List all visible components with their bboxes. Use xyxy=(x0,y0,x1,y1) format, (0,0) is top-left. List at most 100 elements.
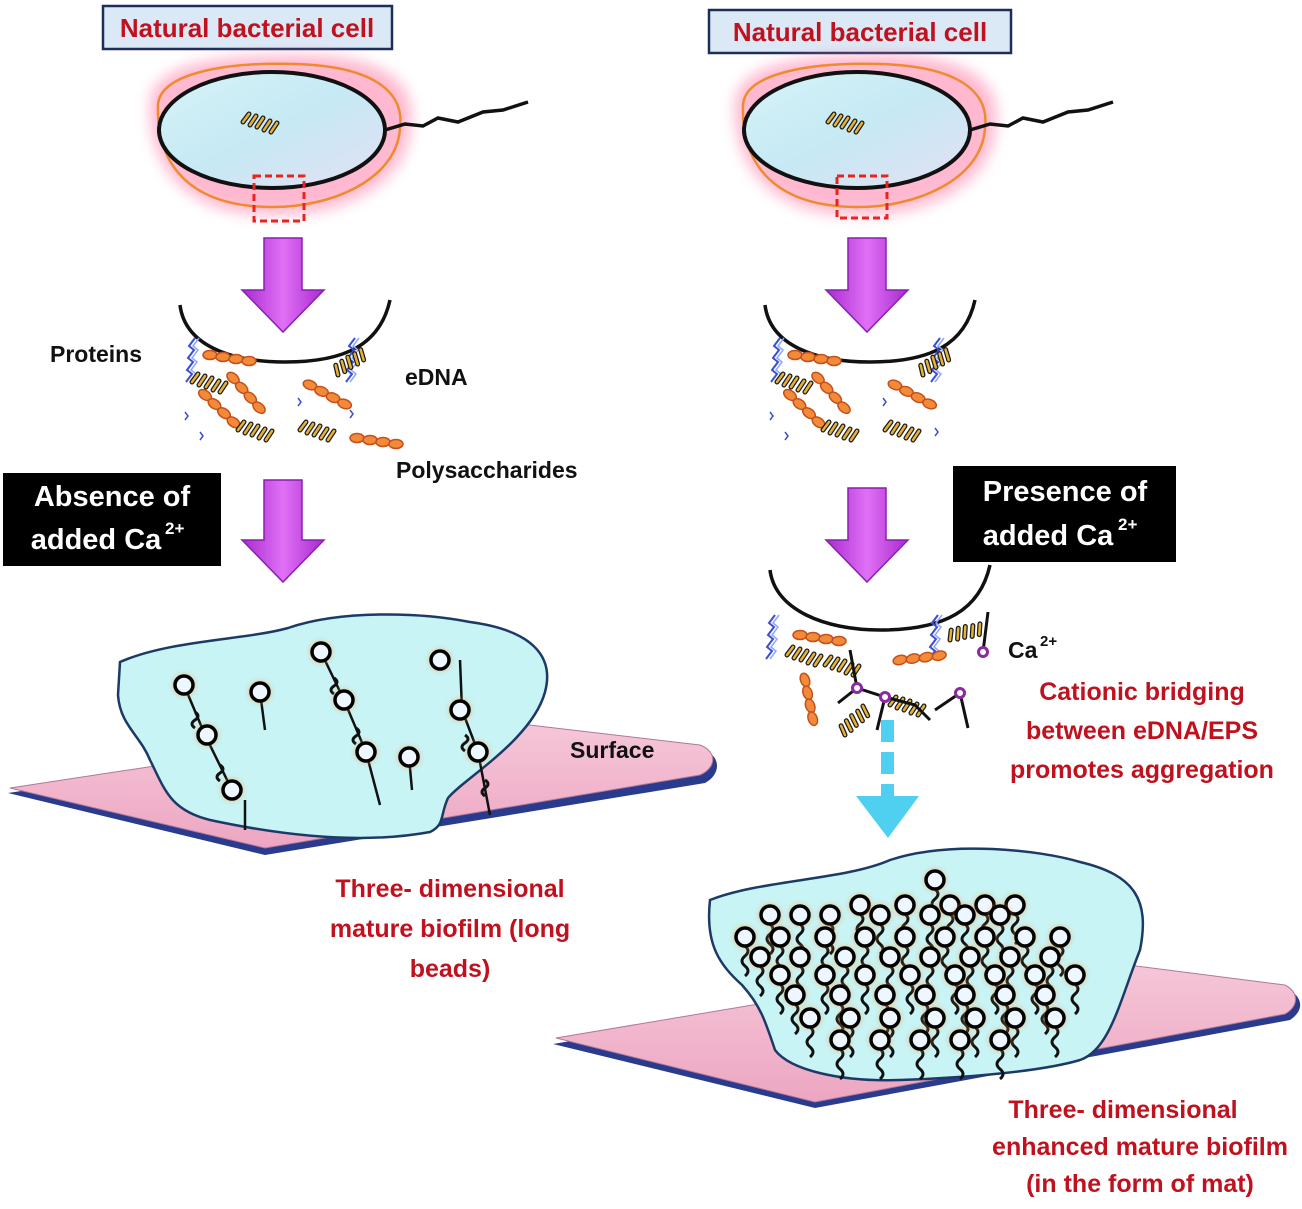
right-bridging-zoom xyxy=(765,564,992,740)
label-edna: eDNA xyxy=(405,364,468,390)
left-title-box xyxy=(101,4,394,51)
bacterium-bead xyxy=(954,904,976,926)
bridging-line2: between eDNA/EPS xyxy=(1026,717,1258,745)
bacterium-bead xyxy=(924,869,946,891)
right-outcome-line1: Three- dimensional xyxy=(1008,1096,1237,1124)
bridging-line3: promotes aggregation xyxy=(1010,756,1274,784)
left-outcome-line2: mature biofilm (long xyxy=(330,915,570,943)
bacterium-bead xyxy=(789,904,811,926)
bacterium-bead xyxy=(949,1029,971,1051)
left-condition-line2: added Ca xyxy=(31,524,162,556)
right-condition-box xyxy=(953,466,1176,562)
bacterium-bead xyxy=(1034,984,1056,1006)
bacterium-bead xyxy=(769,964,791,986)
bacterium-bead xyxy=(1014,926,1036,948)
left-condition-box xyxy=(3,473,221,566)
right-arrow-2 xyxy=(824,487,910,584)
bead-tail xyxy=(805,1025,815,1059)
bacterium-bead xyxy=(1004,1007,1026,1029)
bead-tail xyxy=(835,1002,845,1036)
bacterium-bead xyxy=(944,964,966,986)
bacterium-bead xyxy=(934,926,956,948)
bead-tail xyxy=(755,964,765,998)
bacterium-bead xyxy=(819,904,841,926)
bacterium-bead xyxy=(874,984,896,1006)
bacterium-bead xyxy=(954,984,976,1006)
right-arrow-1 xyxy=(824,237,910,334)
bead-tail xyxy=(775,982,785,1016)
bead-tail xyxy=(1000,1002,1010,1036)
right-outcome-line3: (in the form of mat) xyxy=(1026,1170,1254,1198)
bacterium-bead xyxy=(909,1029,931,1051)
bacterium-bead xyxy=(834,946,856,968)
bacterium-bead xyxy=(989,1029,1011,1051)
label-polysaccharides: Polysaccharides xyxy=(396,457,578,483)
bacterium-bead xyxy=(894,926,916,948)
bacterium-bead xyxy=(964,1007,986,1029)
left-arrow-2 xyxy=(240,479,326,584)
bead-tail xyxy=(905,982,915,1016)
bead-tail xyxy=(860,982,870,1016)
bead-tail xyxy=(740,944,750,978)
bacterium-bead xyxy=(869,904,891,926)
left-bead-chains xyxy=(173,641,492,830)
bead-tail xyxy=(875,1047,885,1081)
flagellum xyxy=(969,100,1114,132)
flagellum xyxy=(384,100,529,132)
bead-tail xyxy=(790,1002,800,1036)
bead-tail xyxy=(915,1047,925,1081)
bacterium-bead xyxy=(994,984,1016,1006)
left-condition-sup: 2+ xyxy=(165,519,184,538)
bacterium-bead xyxy=(959,946,981,968)
right-condition-line2: added Ca xyxy=(983,520,1114,552)
bead-tail xyxy=(820,982,830,1016)
right-cyan-arrow xyxy=(856,720,919,838)
bridging-line1: Cationic bridging xyxy=(1039,678,1245,706)
bacterium-bead xyxy=(914,984,936,1006)
bead-tail xyxy=(920,1002,930,1036)
bacterium-bead xyxy=(1044,1007,1066,1029)
bacterium-bead xyxy=(1024,964,1046,986)
bacterium-bead xyxy=(984,964,1006,986)
zoom-box xyxy=(252,174,306,223)
bacterium-bead xyxy=(879,946,901,968)
bacterium-bead xyxy=(894,894,916,916)
bead-tail xyxy=(930,1025,940,1059)
bacterium-bead xyxy=(854,926,876,948)
bacterium-bead xyxy=(734,926,756,948)
right-eps-zoom xyxy=(763,299,977,440)
bacterium-bead xyxy=(919,946,941,968)
bacterium-bead xyxy=(784,984,806,1006)
label-calcium: Ca xyxy=(1008,637,1038,663)
bead-tail xyxy=(955,1047,965,1081)
bacterium-bead xyxy=(974,926,996,948)
bacterium-bead xyxy=(814,926,836,948)
right-bacterial-cell xyxy=(734,55,1114,220)
bacterium-bead xyxy=(849,894,871,916)
bacterium-bead xyxy=(1064,964,1086,986)
bacterium-bead xyxy=(829,984,851,1006)
left-outcome-line3: beads) xyxy=(410,955,491,983)
left-outcome-line1: Three- dimensional xyxy=(335,875,564,903)
bead-tail xyxy=(1070,982,1080,1016)
left-arrow-1 xyxy=(240,237,326,334)
right-title-box xyxy=(707,8,1013,55)
bacterium-bead xyxy=(759,904,781,926)
bacterium-bead xyxy=(999,946,1021,968)
bead-tail xyxy=(970,1025,980,1059)
left-title: Natural bacterial cell xyxy=(120,13,374,43)
bacterium-bead xyxy=(789,946,811,968)
bacterium-bead xyxy=(854,964,876,986)
bacterium-bead xyxy=(749,946,771,968)
label-proteins: Proteins xyxy=(50,341,142,367)
left-panel: Natural bacterial cell xyxy=(3,4,718,983)
bacterium-bead xyxy=(1049,926,1071,948)
bead-tail xyxy=(1050,1025,1060,1059)
bead-tail xyxy=(1010,1025,1020,1059)
zoom-box xyxy=(835,174,889,220)
bacterium-bead xyxy=(919,904,941,926)
left-eps-zoom xyxy=(178,299,404,450)
right-bead-mat xyxy=(734,869,1086,1081)
right-condition-sup: 2+ xyxy=(1118,515,1137,534)
